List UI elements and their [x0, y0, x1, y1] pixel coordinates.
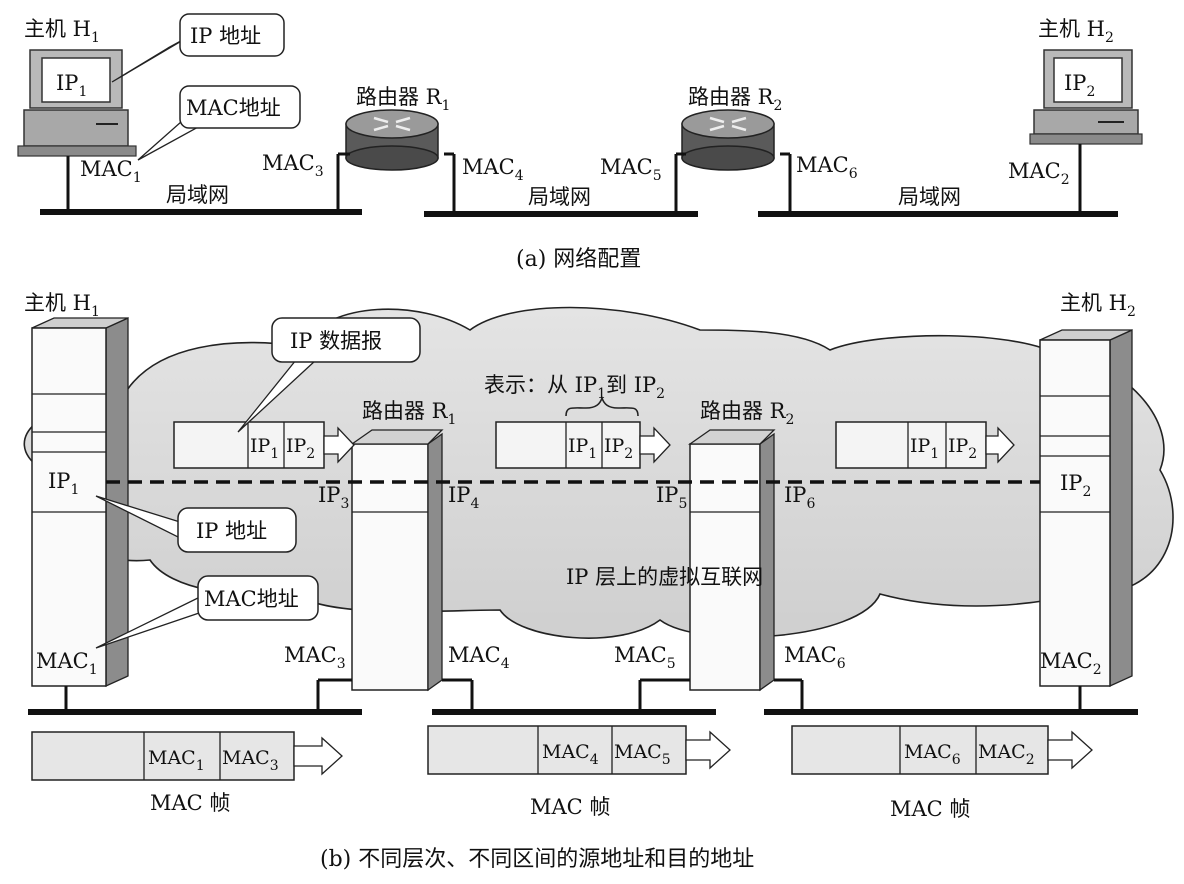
- ip1-label-b: IP1: [48, 469, 79, 498]
- lan-label-3: 局域网: [898, 185, 961, 209]
- callout-datagram-text: IP 数据报: [290, 329, 382, 353]
- datagram1-dst: IP2: [286, 435, 315, 462]
- datagram3-src: IP1: [910, 435, 939, 462]
- mac5-label-b: MAC5: [614, 643, 676, 672]
- ip1-label: IP1: [56, 71, 87, 100]
- router-r1-block: [349, 429, 444, 692]
- callout-mac-address-b: MAC地址: [95, 575, 319, 649]
- ip6-label: IP6: [784, 483, 815, 512]
- cloud-label: IP 层上的虚拟互联网: [566, 565, 763, 589]
- mac2-label-b: MAC2: [1040, 649, 1102, 678]
- frame1-label: MAC 帧: [150, 791, 230, 815]
- router-r2-block: [687, 429, 776, 692]
- mac-frame-3: MAC6 MAC2: [791, 725, 1093, 775]
- lan-bus-lines-b: [28, 678, 1138, 715]
- caption-b: (b) 不同层次、不同区间的源地址和目的地址: [320, 847, 754, 872]
- router-r2-label: 路由器 R2: [688, 85, 782, 114]
- host-h2-computer-icon: [1029, 49, 1143, 145]
- callout-ip-datagram: IP 数据报: [237, 317, 421, 433]
- mac-frame-1: MAC1 MAC3: [31, 731, 343, 781]
- router-r2-icon: [681, 109, 775, 171]
- mac-frame-2: MAC4 MAC5: [427, 725, 731, 775]
- callout-mac-text-b: MAC地址: [204, 587, 299, 611]
- callout-ip-text: IP 地址: [190, 24, 261, 48]
- part-a-network-config: 主机 H1 IP1 IP 地址 MAC地址 主机 H2 IP: [17, 13, 1143, 272]
- part-b-address-layers: 主机 H1 IP1 MAC1 主机 H2 IP2 MAC2 路由器 R1: [23, 291, 1174, 872]
- datagram2-src: IP1: [568, 435, 597, 462]
- lan-bus-lines: [40, 144, 1118, 217]
- host-h1-computer-icon: [17, 49, 137, 157]
- mac3-label-a: MAC3: [262, 151, 324, 180]
- frame2-dst: MAC5: [614, 741, 671, 768]
- ip-datagram-3: IP1 IP2: [835, 421, 1015, 469]
- callout-ip-address-b: IP 地址: [95, 495, 297, 553]
- router-r2-label-b: 路由器 R2: [700, 399, 794, 428]
- caption-a: (a) 网络配置: [516, 247, 641, 272]
- lan-label-1: 局域网: [166, 183, 229, 207]
- host-h1-protocol-stack: [31, 316, 129, 688]
- callout-ip-address: IP 地址: [111, 13, 285, 83]
- host-h2-label: 主机 H2: [1038, 17, 1114, 46]
- mac4-label-a: MAC4: [462, 155, 524, 184]
- host-h2-protocol-stack: [1039, 328, 1133, 688]
- ip3-label: IP3: [318, 483, 349, 512]
- callout-ip-text-b: IP 地址: [196, 519, 267, 543]
- mac4-label-b: MAC4: [448, 643, 510, 672]
- ip2-label-b: IP2: [1060, 471, 1091, 500]
- mac1-label-b: MAC1: [36, 649, 98, 678]
- ip4-label: IP4: [448, 483, 479, 512]
- datagram1-src: IP1: [250, 435, 279, 462]
- brace-icon: [565, 395, 639, 417]
- frame3-src: MAC6: [904, 741, 961, 768]
- datagram3-dst: IP2: [948, 435, 977, 462]
- ip2-label: IP2: [1064, 71, 1095, 100]
- mac6-label-b: MAC6: [784, 643, 846, 672]
- router-r1-icon: [345, 109, 439, 171]
- callout-mac-text: MAC地址: [186, 96, 281, 120]
- lan-label-2: 局域网: [528, 185, 591, 209]
- represent-text: 表示：从 IP1到 IP2: [484, 373, 665, 402]
- mac2-label-a: MAC2: [1008, 159, 1070, 188]
- frame2-label: MAC 帧: [530, 795, 610, 819]
- frame3-dst: MAC2: [978, 741, 1035, 768]
- ip-datagram-2: IP1 IP2: [495, 421, 671, 469]
- frame1-dst: MAC3: [222, 747, 279, 774]
- frame3-label: MAC 帧: [890, 797, 970, 821]
- mac1-label-a: MAC1: [80, 157, 142, 186]
- mac3-label-b: MAC3: [284, 643, 346, 672]
- mac5-label-a: MAC5: [600, 155, 662, 184]
- host-h2-label-b: 主机 H2: [1060, 291, 1136, 320]
- datagram2-dst: IP2: [604, 435, 633, 462]
- frame2-src: MAC4: [542, 741, 599, 768]
- ip5-label: IP5: [656, 483, 687, 512]
- router-r1-label: 路由器 R1: [356, 85, 450, 114]
- host-h1-label: 主机 H1: [24, 17, 100, 46]
- callout-mac-address: MAC地址: [137, 85, 301, 161]
- frame1-src: MAC1: [148, 747, 205, 774]
- mac6-label-a: MAC6: [796, 153, 858, 182]
- router-r1-label-b: 路由器 R1: [362, 399, 456, 428]
- host-h1-label-b: 主机 H1: [24, 291, 100, 320]
